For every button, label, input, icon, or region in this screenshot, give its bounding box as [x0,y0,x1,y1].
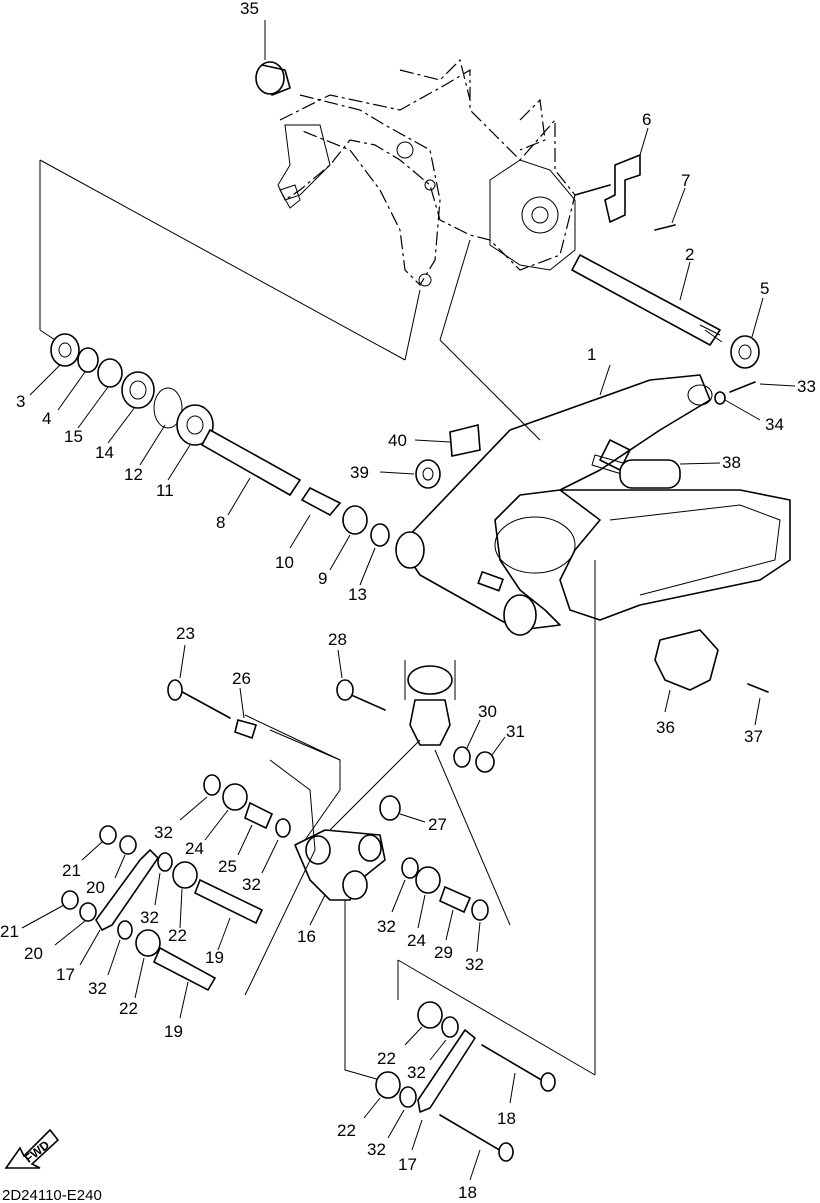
callout-37: 37 [744,727,763,746]
callout-14: 14 [95,443,114,462]
callout-29: 29 [434,943,453,962]
part-37-screw [747,683,769,726]
callout-25: 25 [218,857,237,876]
callout-36: 36 [656,718,675,737]
part-5-nut [730,297,764,369]
callout-4: 4 [42,409,51,428]
part-7-bolt [654,187,686,231]
callout-32g: 32 [407,1063,426,1082]
part-31-nut [475,736,506,773]
callout-20b: 20 [24,944,43,963]
frame-outline [277,58,576,287]
callout-21a: 21 [62,861,81,880]
callout-39: 39 [350,463,369,482]
callout-22c: 22 [377,1049,396,1068]
callout-10: 10 [275,553,294,572]
left-bearing-stack [29,333,214,481]
callout-32a: 32 [154,823,173,842]
callout-28: 28 [328,630,347,649]
part-38-rubber [619,459,721,489]
part-17-connecting-rod-left [79,849,159,966]
callout-2: 2 [685,245,694,264]
callout-32c: 32 [140,908,159,927]
callout-3: 3 [16,392,25,411]
part-6-bracket [574,127,649,223]
part-36-guard [654,629,719,713]
callout-22b: 22 [119,999,138,1018]
callout-32d: 32 [377,917,396,936]
callout-12: 12 [124,465,143,484]
part-34-washer [714,391,761,421]
relay-bearings-right [391,857,489,953]
callout-32h: 32 [367,1140,386,1159]
callout-35: 35 [240,0,259,18]
relay-bearings-left [107,852,264,1019]
callout-18b: 18 [458,1183,477,1202]
part-40-label [414,423,481,457]
part-10-spacer [289,486,342,549]
parts-21-20-left [21,825,137,946]
part-9-bearing [329,505,368,571]
diagram-code: 2D24110-E240 [2,1187,102,1203]
callout-17a: 17 [56,965,75,984]
part-33-bolt [729,381,796,393]
part-8-collar [200,428,302,516]
callout-22a: 22 [168,926,187,945]
callout-13: 13 [348,585,367,604]
callout-40: 40 [388,431,407,450]
part-13-washer [359,523,390,586]
callout-7: 7 [681,171,690,190]
callout-32e: 32 [465,955,484,974]
callout-17b: 17 [398,1155,417,1174]
part-27-bushing [379,795,426,823]
part-35-cap [255,20,291,96]
callout-6: 6 [642,110,651,129]
callout-27: 27 [428,815,447,834]
assembly-guide-lines [39,159,596,1076]
part-28-bolt [336,649,386,711]
shock-guide-lines [244,714,511,1081]
callout-32f: 32 [88,979,107,998]
callout-26: 26 [232,669,251,688]
callout-34: 34 [765,415,784,434]
callout-19a: 19 [205,948,224,967]
relay-bearings-upper [179,774,291,874]
callout-24a: 24 [185,839,204,858]
callout-32b: 32 [242,875,261,894]
callout-18a: 18 [497,1109,516,1128]
callout-20a: 20 [86,878,105,897]
shock-lower-mount [404,660,456,746]
callout-30: 30 [478,702,497,721]
callout-24b: 24 [407,931,426,950]
callout-38: 38 [722,453,741,472]
callout-1: 1 [587,345,596,364]
part-1-swingarm [395,364,791,636]
forward-arrow-icon: FWD [4,1128,60,1169]
part-23-bolt [167,644,231,719]
callout-15: 15 [64,427,83,446]
part-30-washer [453,719,481,768]
lower-link-assembly [363,1001,556,1181]
callout-9: 9 [318,569,327,588]
callout-19b: 19 [164,1022,183,1041]
callout-22d: 22 [337,1121,356,1140]
part-2-pivot-shaft [571,254,723,346]
callout-23: 23 [176,624,195,643]
callout-8: 8 [216,513,225,532]
callout-11: 11 [156,481,174,500]
callout-33: 33 [797,377,816,396]
callout-21b: 21 [0,922,19,941]
callout-16: 16 [297,927,316,946]
part-39-seal [379,459,441,489]
callout-31: 31 [506,722,525,741]
part-16-relay-arm [294,829,386,926]
callout-5: 5 [760,279,769,298]
part-26-collar [234,687,258,740]
